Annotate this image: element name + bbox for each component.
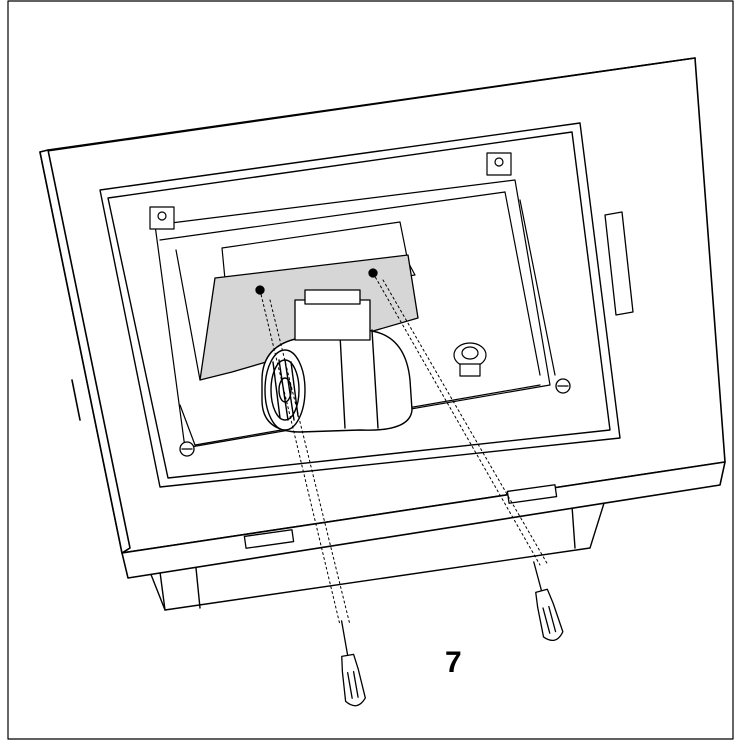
- control-slot-right: [506, 484, 558, 504]
- mounting-bracket-left: [149, 206, 175, 230]
- side-slot: [604, 211, 634, 316]
- control-slot-left: [243, 529, 295, 549]
- screwdriver-left: [340, 620, 366, 707]
- step-number: 7: [445, 646, 462, 679]
- corner-screw-left: [179, 441, 195, 457]
- mounting-bracket-right: [486, 152, 512, 176]
- blower-fan: [261, 329, 413, 433]
- lamp-fixture: [453, 342, 487, 377]
- page-border: [7, 0, 734, 740]
- fan-motor: [294, 289, 371, 341]
- corner-screw-right: [555, 378, 571, 394]
- screwdriver-right: [533, 561, 564, 642]
- screwdriver-guide-lines: [259, 272, 549, 626]
